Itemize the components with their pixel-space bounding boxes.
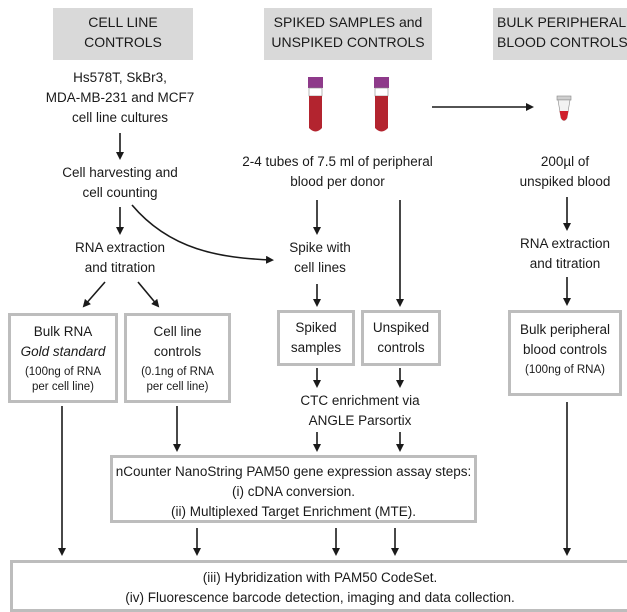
text-line: Spike with	[289, 240, 351, 255]
text-line: cell lines	[294, 260, 346, 275]
rna-extraction-text-right: RNA extraction and titration	[500, 234, 627, 274]
text-line: CTC enrichment via	[300, 393, 420, 408]
box-note: (0.1ng of RNA	[141, 366, 214, 378]
spike-with-text: Spike with cell lines	[275, 238, 365, 278]
blood-tube-icon	[374, 77, 389, 132]
header-line: BULK PERIPHERAL	[497, 14, 627, 30]
arrow-rna-to-controls	[137, 281, 160, 308]
box-title: Bulk peripheral	[519, 322, 611, 337]
unspiked-controls-box: Unspiked controls	[361, 310, 441, 366]
text-line: 200µl of	[540, 154, 590, 169]
text-line: cell counting	[82, 185, 158, 200]
text-line: 2-4 tubes of 7.5 ml of peripheral	[242, 154, 433, 169]
box-line: nCounter NanoString PAM50 gene expressio…	[115, 464, 472, 479]
text-line: unspiked blood	[519, 174, 611, 189]
header-line: CELL LINE	[88, 14, 158, 30]
rna-extraction-text-left: RNA extraction and titration	[20, 238, 220, 278]
header-spiked-samples: SPIKED SAMPLES and UNSPIKED CONTROLS	[264, 8, 432, 60]
box-line: (iii) Hybridization with PAM50 CodeSet.	[202, 570, 438, 585]
header-line: BLOOD CONTROLS	[497, 34, 627, 50]
text-line: ANGLE Parsortix	[308, 413, 412, 428]
box-title: Spiked	[295, 320, 337, 335]
unspiked-blood-text: 200µl of unspiked blood	[500, 152, 627, 192]
text-line: and titration	[84, 260, 156, 275]
box-title: samples	[290, 340, 342, 355]
microtube-icon	[556, 95, 572, 121]
spiked-samples-box: Spiked samples	[277, 310, 355, 366]
box-title: Cell line	[153, 324, 202, 339]
header-line: UNSPIKED CONTROLS	[271, 34, 425, 50]
text-line: MDA-MB-231 and MCF7	[45, 90, 195, 105]
text-line: blood per donor	[290, 174, 385, 189]
box-title: blood controls	[522, 342, 608, 357]
box-note: per cell line)	[32, 381, 94, 393]
arrow-harvest-to-spike	[131, 204, 274, 264]
text-line: Hs578T, SkBr3,	[73, 70, 167, 85]
tubes-text: 2-4 tubes of 7.5 ml of peripheral blood …	[225, 152, 450, 192]
text-line: and titration	[529, 256, 601, 271]
box-line: (i) cDNA conversion.	[231, 484, 356, 499]
box-subtitle: Gold standard	[20, 344, 106, 359]
box-title: controls	[377, 340, 425, 355]
header-cell-line-controls: CELL LINE CONTROLS	[53, 8, 193, 60]
box-note: (100ng of RNA	[24, 366, 102, 378]
cell-harvesting-text: Cell harvesting and cell counting	[20, 163, 220, 203]
blood-tube-icon	[308, 77, 323, 132]
nanostring-assay-box: nCounter NanoString PAM50 gene expressio…	[110, 455, 477, 523]
box-line: (ii) Multiplexed Target Enrichment (MTE)…	[170, 504, 417, 519]
box-title: Unspiked	[372, 320, 430, 335]
box-title: Bulk RNA	[33, 324, 93, 339]
header-line: CONTROLS	[84, 34, 162, 50]
arrow-rna-to-bulk	[82, 281, 106, 308]
cell-line-controls-box: Cell line controls (0.1ng of RNA per cel…	[124, 313, 231, 403]
cell-line-cultures-text: Hs578T, SkBr3, MDA-MB-231 and MCF7 cell …	[20, 68, 220, 128]
box-note: per cell line)	[146, 381, 209, 393]
ctc-enrichment-text: CTC enrichment via ANGLE Parsortix	[265, 391, 455, 431]
bulk-peripheral-blood-box: Bulk peripheral blood controls (100ng of…	[508, 310, 622, 396]
text-line: RNA extraction	[74, 240, 166, 255]
box-title: controls	[153, 344, 202, 359]
text-line: RNA extraction	[519, 236, 611, 251]
box-note: (100ng of RNA)	[525, 364, 605, 376]
header-line: SPIKED SAMPLES and	[273, 14, 423, 30]
text-line: cell line cultures	[71, 110, 169, 125]
header-bulk-blood-controls: BULK PERIPHERAL BLOOD CONTROLS	[493, 8, 627, 60]
bulk-rna-box: Bulk RNA Gold standard (100ng of RNA per…	[8, 313, 118, 403]
text-line: Cell harvesting and	[62, 165, 178, 180]
